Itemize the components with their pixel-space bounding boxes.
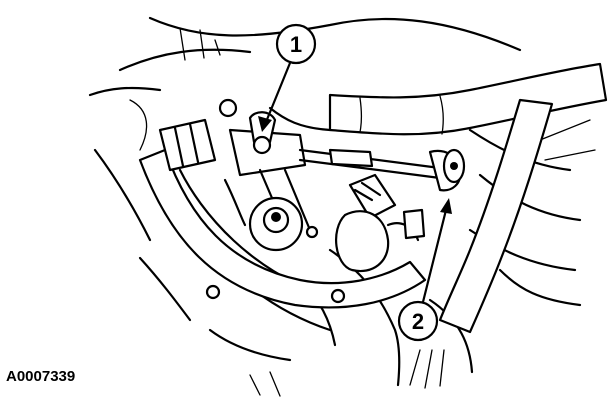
right-side-hose bbox=[438, 98, 554, 334]
figure-id: A0007339 bbox=[6, 368, 76, 385]
callout-1-label: 1 bbox=[290, 32, 302, 57]
callout-1: 1 bbox=[258, 23, 317, 132]
cable-rod bbox=[298, 148, 466, 192]
left-curved-pipe bbox=[138, 118, 427, 309]
linkage-mechanism bbox=[205, 98, 346, 304]
sensor-connector bbox=[335, 173, 426, 273]
upper-hose bbox=[268, 62, 608, 136]
callout-2: 2 bbox=[397, 198, 452, 342]
callout-2-label: 2 bbox=[412, 309, 424, 334]
